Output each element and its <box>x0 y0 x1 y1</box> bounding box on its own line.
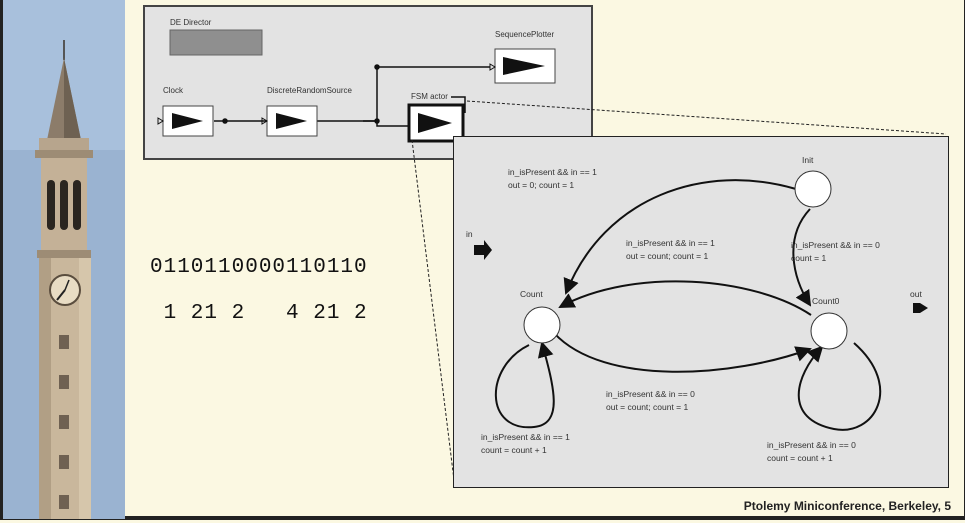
state-count-label: Count <box>520 289 543 299</box>
footer-text: Ptolemy Miniconference, Berkeley, 5 <box>743 499 951 513</box>
state-init-label: Init <box>802 155 814 165</box>
output-port-arrow-icon[interactable] <box>913 303 928 313</box>
sequence-plotter-label: SequencePlotter <box>495 30 554 39</box>
count0-self-action: count = count + 1 <box>767 453 833 463</box>
count0-self-guard: in_isPresent && in == 0 <box>767 440 856 450</box>
init-to-count-guard: in_isPresent && in == 1 <box>508 167 597 177</box>
state-count0[interactable] <box>810 312 848 350</box>
init-to-count0-action: count = 1 <box>791 253 826 263</box>
sequence-plotter-icon <box>503 57 545 75</box>
count0-to-count-guard: in_isPresent && in == 1 <box>626 238 715 248</box>
count-self-action: count = count + 1 <box>481 445 547 455</box>
count-self-guard: in_isPresent && in == 1 <box>481 432 570 442</box>
random-source-actor-icon <box>276 113 307 129</box>
fsm-state-diagram: in out Init Count Count0 in_isPresent &&… <box>453 136 949 488</box>
director-label: DE Director <box>170 18 212 27</box>
fsm-actor-label: FSM actor <box>411 92 448 101</box>
state-init[interactable] <box>794 170 832 208</box>
sequence-plotter-input-port[interactable] <box>489 63 496 71</box>
count-to-count0-action: out = count; count = 1 <box>606 402 689 412</box>
random-source-label: DiscreteRandomSource <box>267 86 352 95</box>
connection-wires <box>214 64 490 127</box>
input-port-label: in <box>466 229 473 239</box>
ptolemy-block-diagram: DE Director Clock DiscreteRandomSource <box>143 5 593 160</box>
init-to-count-action: out = 0; count = 1 <box>508 180 574 190</box>
campanile-tower-image <box>3 0 125 519</box>
bit-sequence: 0110110000110110 <box>150 256 368 279</box>
clock-input-port[interactable] <box>157 117 164 125</box>
random-source-input-port[interactable] <box>261 117 268 125</box>
output-port-label: out <box>910 289 922 299</box>
init-to-count0-guard: in_isPresent && in == 0 <box>791 240 880 250</box>
state-count0-label: Count0 <box>812 296 840 306</box>
count-to-count0-guard: in_isPresent && in == 0 <box>606 389 695 399</box>
fsm-actor-icon <box>418 113 452 133</box>
state-count[interactable] <box>523 306 561 344</box>
count0-to-count-action: out = count; count = 1 <box>626 251 709 261</box>
clock-label: Clock <box>163 86 184 95</box>
clock-actor-icon <box>172 113 203 129</box>
transition-arcs <box>494 179 882 431</box>
input-port-arrow-icon[interactable] <box>474 240 492 260</box>
run-length-counts: 1 21 2 4 21 2 <box>150 302 368 325</box>
de-director-block[interactable] <box>169 29 263 56</box>
